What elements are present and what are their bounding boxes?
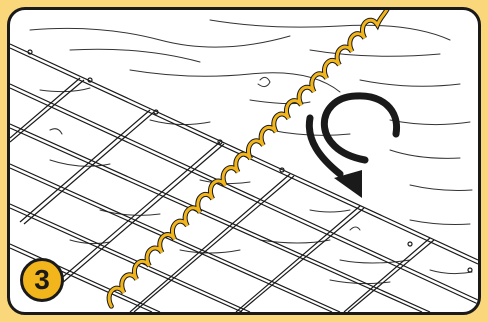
- curved-arrow-icon: [309, 96, 396, 198]
- step-number: 3: [34, 264, 50, 296]
- step-number-badge: 3: [20, 258, 64, 302]
- wood-grain: [30, 20, 472, 284]
- illustration-frame: 3: [7, 7, 481, 315]
- illustration-canvas: [10, 10, 478, 312]
- wire-mesh: [10, 44, 478, 312]
